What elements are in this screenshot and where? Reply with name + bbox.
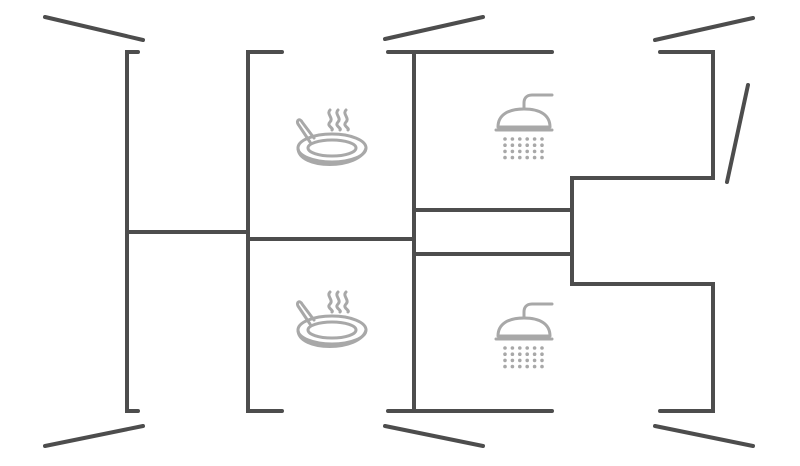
water-drop (525, 137, 529, 141)
water-drop (510, 137, 515, 141)
water-drop (540, 155, 544, 160)
water-drop (540, 364, 544, 369)
water-drop (510, 143, 515, 147)
water-drop (525, 155, 529, 160)
water-drop (540, 358, 544, 363)
outer-wall-top-left (43, 15, 145, 42)
outer-wall-bottom-right (653, 424, 755, 448)
water-drop (532, 352, 537, 356)
right-wing-wall (570, 50, 715, 413)
water-drop (525, 364, 529, 369)
shower-water-drops (503, 346, 544, 369)
water-drop (525, 358, 529, 363)
water-drop (503, 155, 507, 160)
water-drop (540, 346, 544, 350)
pan-steam-icon (296, 108, 368, 166)
outer-wall-bottom-middle (383, 424, 485, 448)
water-drop (503, 143, 507, 147)
water-drop (510, 364, 515, 369)
walls (43, 15, 755, 448)
outer-wall-top-middle (383, 15, 485, 41)
water-drop (518, 352, 522, 356)
shower-head-icon (494, 302, 554, 341)
water-drop (518, 137, 522, 141)
water-drop (510, 346, 515, 350)
water-drop (518, 364, 522, 369)
water-drop (532, 155, 537, 160)
outer-wall-right-slant (725, 83, 750, 184)
water-drop (503, 358, 507, 363)
water-drop (532, 358, 537, 363)
water-drop (532, 137, 537, 141)
water-drop (510, 352, 515, 356)
water-drop (540, 137, 544, 141)
water-drop (532, 346, 537, 350)
water-drop (532, 149, 537, 154)
water-drop (532, 364, 537, 369)
water-drop (503, 149, 507, 154)
shower-water-drops (503, 137, 544, 160)
water-drop (518, 346, 522, 350)
water-drop (532, 143, 537, 147)
kitchen-block-wall (246, 50, 284, 413)
water-drop (518, 149, 522, 154)
shower-head-icon (494, 93, 554, 132)
water-drop (503, 352, 507, 356)
water-drop (503, 346, 507, 350)
water-drop (510, 149, 515, 154)
water-drop (525, 346, 529, 350)
outer-wall-top-right (653, 16, 755, 42)
water-drop (503, 364, 507, 369)
water-drop (518, 155, 522, 160)
water-drop (525, 149, 529, 154)
water-drop (540, 149, 544, 154)
water-drop (510, 358, 515, 363)
pan-steam-icon (296, 290, 368, 348)
water-drop (540, 352, 544, 356)
outer-wall-bottom-left (43, 424, 145, 448)
water-drop (518, 143, 522, 147)
water-drop (503, 137, 507, 141)
water-drop (525, 143, 529, 147)
water-drop (518, 358, 522, 363)
water-drop (540, 143, 544, 147)
water-drop (525, 352, 529, 356)
water-drop (510, 155, 515, 160)
